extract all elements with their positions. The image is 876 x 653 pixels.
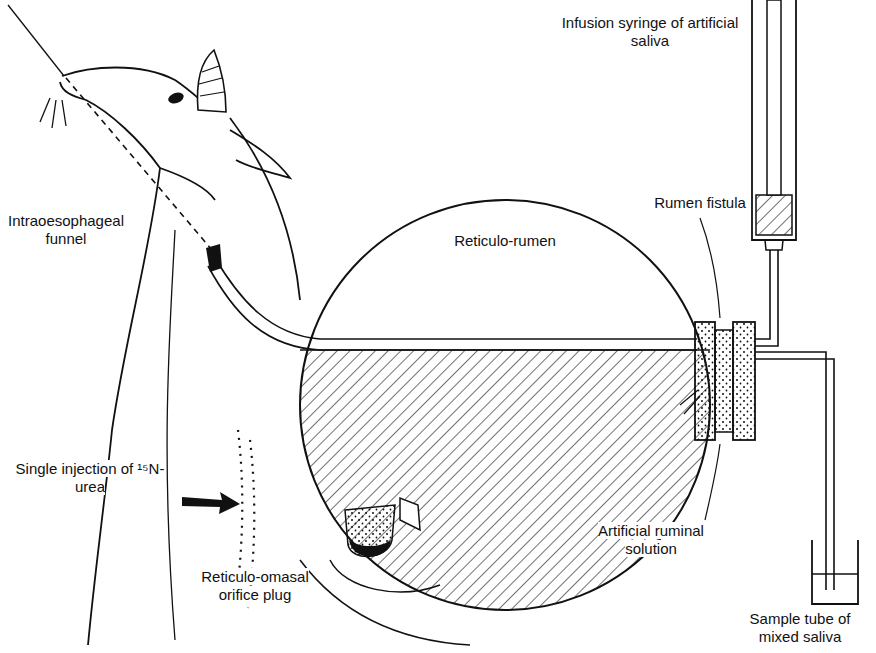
intraoesophageal-funnel bbox=[206, 244, 222, 272]
part-label: Sample tube of mixed saliva bbox=[730, 610, 870, 646]
infusion-syringe bbox=[752, 0, 796, 250]
injection-arrow bbox=[182, 492, 240, 514]
label-text: Artificial ruminal solution bbox=[598, 522, 704, 557]
goat-outline bbox=[8, 5, 300, 645]
label-text: Reticulo-rumen bbox=[454, 232, 556, 249]
part-label: Reticulo-omasal orifice plug bbox=[180, 568, 330, 604]
label-text: Infusion syringe of artificial saliva bbox=[562, 14, 739, 49]
part-label: Reticulo-rumen bbox=[430, 232, 580, 250]
esophageal-tube bbox=[208, 258, 697, 350]
outlet-tubes bbox=[755, 250, 834, 590]
leader-lines bbox=[700, 218, 720, 520]
part-label: Single injection of ¹⁵N-urea bbox=[6, 460, 174, 496]
label-text: Rumen fistula bbox=[654, 194, 746, 211]
part-label: Artificial ruminal solution bbox=[586, 522, 716, 558]
eye bbox=[167, 91, 185, 106]
rumen-fistula bbox=[680, 322, 755, 440]
part-label: Intraoesophageal funnel bbox=[6, 212, 126, 248]
part-label: Infusion syringe of artificial saliva bbox=[560, 14, 740, 50]
label-text: Intraoesophageal funnel bbox=[8, 212, 124, 247]
ruminal-fluid bbox=[295, 350, 715, 620]
omasal-orifice-plug bbox=[300, 498, 470, 645]
part-label: Rumen fistula bbox=[640, 194, 760, 212]
label-text: Single injection of ¹⁵N-urea bbox=[16, 460, 165, 495]
label-text: Reticulo-omasal orifice plug bbox=[201, 568, 309, 603]
sample-tube bbox=[812, 540, 858, 604]
label-text: Sample tube of mixed saliva bbox=[750, 610, 851, 645]
horn bbox=[198, 50, 226, 112]
reticulo-rumen-outline bbox=[300, 200, 710, 610]
